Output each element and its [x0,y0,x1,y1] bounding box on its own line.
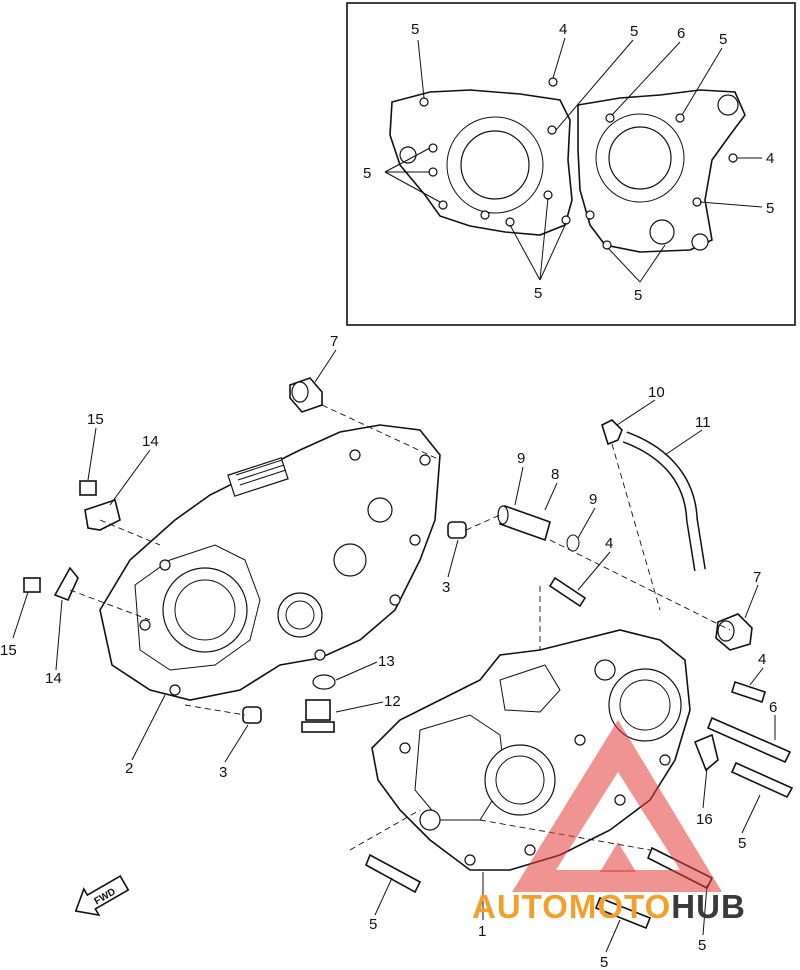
callout-inset-5-top-right: 5 [719,31,727,48]
callout-inset-5-bottom-left: 5 [534,285,542,302]
bracket-14-lower [53,566,79,602]
shaft-8 [497,504,551,542]
callout-2: 2 [125,760,133,777]
inset-right-boss-2 [691,233,709,251]
inset-right-boss [717,94,739,116]
drain-plug-12 [301,699,335,733]
callout-12: 12 [384,693,401,710]
callout-9-left: 9 [517,450,525,467]
inset-left-bore [446,116,544,214]
callout-13: 13 [378,653,395,670]
callout-inset-6: 6 [677,25,685,42]
callout-4-mid: 4 [605,535,613,552]
automotohub-watermark: AUTOMOTOHUB [472,720,746,925]
bolt-15-lower [23,577,41,593]
bolt-15-upper [79,480,97,496]
watermark-text-auto: AUTOMOTO [472,888,671,925]
dowel-3-lower [242,706,262,724]
callout-14-lower: 14 [45,670,62,687]
right-crankcase-half [371,629,691,871]
inset-left-boss [399,146,417,164]
callout-7-right: 7 [753,569,761,586]
callout-5-bottom-mid: 5 [600,954,608,970]
callout-inset-5-left: 5 [363,165,371,182]
elbow-fitting-10 [601,419,623,446]
callout-16: 16 [696,811,713,828]
callout-6: 6 [769,699,777,716]
inset-right-bore-inner [608,126,672,190]
callout-inset-5-bottom-right: 5 [634,287,642,304]
callout-inset-4-right: 4 [766,150,774,167]
callout-11: 11 [695,414,711,431]
watermark-triangle [512,720,722,892]
inset-bolt-holes [419,77,738,250]
right-case-bearing-bore [484,744,556,816]
callout-15-upper: 15 [87,411,104,428]
left-case-bearing-bore-2 [277,592,323,638]
alignment-lines [69,404,731,851]
callout-inset-4-top: 4 [559,21,567,38]
left-case-fins [227,457,289,497]
callout-14-upper: 14 [142,433,159,450]
fwd-arrow: FWD [74,874,130,917]
washer-13 [312,674,336,690]
callout-3-lower: 3 [219,764,227,781]
bushing-7-top [289,377,323,413]
inset-right-bore [595,113,685,203]
inset-leaders [384,37,763,283]
watermark-text: AUTOMOTOHUB [472,888,746,925]
inset-right-seal [649,219,675,245]
bushing-7-right [715,613,753,651]
callout-3-upper: 3 [442,579,450,596]
left-case-bearing-bore [162,567,248,653]
callout-5-right: 5 [738,835,746,852]
watermark-text-hub: HUB [671,888,746,925]
callout-inset-5-top-left: 5 [411,21,419,38]
main-leaders [12,349,776,953]
callout-5-bottom-right: 5 [698,937,706,954]
callout-inset-5-top-mid: 5 [630,23,638,40]
callout-labels: 5 4 5 6 5 5 4 5 5 5 7 15 14 9 8 9 10 11 … [0,21,777,970]
callout-5-bottom-left: 5 [369,916,377,933]
bracket-14-upper [84,498,121,531]
callout-15-lower: 15 [0,642,17,659]
left-crankcase-half [99,424,441,701]
callout-8: 8 [551,466,559,483]
inset-frame [346,2,796,326]
callout-9-right: 9 [589,491,597,508]
circlip-9 [566,534,580,552]
inset-left-bore-inner [460,130,530,200]
callout-1: 1 [478,923,486,940]
callout-7-top: 7 [330,333,338,350]
inset-bolt-pattern-view [346,2,796,326]
callout-10: 10 [648,384,665,401]
dowel-3-upper [447,521,467,539]
clip-16 [693,733,719,772]
callout-inset-5-right: 5 [766,200,774,217]
callout-4-right: 4 [758,651,766,668]
